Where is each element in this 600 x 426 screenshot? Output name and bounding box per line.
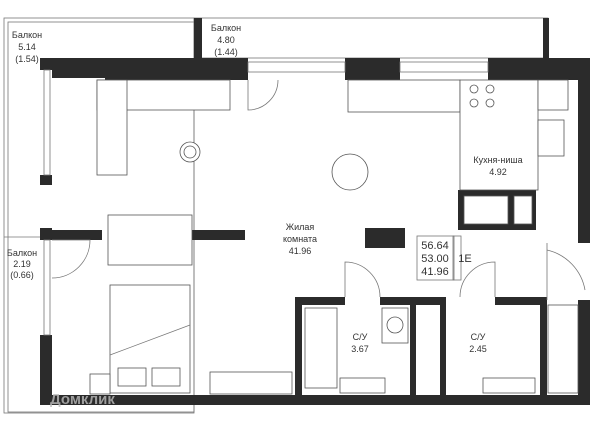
balcony-left-bottom-area: 2.19 xyxy=(13,259,31,269)
total-area: 56.64 xyxy=(421,240,449,252)
living-name-1: Жилая xyxy=(286,222,315,232)
balcony-left-top-area: 5.14 xyxy=(18,42,36,52)
bath1-area: 3.67 xyxy=(351,344,369,354)
living-area-summary: 41.96 xyxy=(421,266,449,278)
watermark-logo: Домклик xyxy=(50,391,115,408)
kitchen-area: 4.92 xyxy=(489,167,507,177)
area-summary: 56.64 53.00 41.96 1Е xyxy=(416,235,472,281)
bath2-name: С/У xyxy=(471,332,486,342)
balcony-top-area: 4.80 xyxy=(217,35,235,45)
furniture xyxy=(89,79,579,395)
room-labels: Балкон 5.14 (1.54) Балкон 4.80 (1.44) Ба… xyxy=(7,23,523,354)
kitchen-name: Кухня-ниша xyxy=(473,155,522,165)
layout-type: 1Е xyxy=(458,253,471,265)
balcony-left-top-coef: (1.54) xyxy=(15,54,39,64)
balcony-top-name: Балкон xyxy=(211,23,241,33)
doors xyxy=(51,79,586,300)
living-area: 41.96 xyxy=(289,246,312,256)
balcony-left-top-name: Балкон xyxy=(12,30,42,40)
balcony-left-bottom-name: Балкон xyxy=(7,248,37,258)
walls xyxy=(40,18,590,405)
bath1-name: С/У xyxy=(353,332,368,342)
balcony-top-coef: (1.44) xyxy=(214,47,238,57)
area-without-balcony: 53.00 xyxy=(421,253,449,265)
living-name-2: комната xyxy=(283,234,317,244)
windows xyxy=(43,61,489,336)
bath2-area: 2.45 xyxy=(469,344,487,354)
balcony-left-bottom-coef: (0.66) xyxy=(10,270,34,280)
